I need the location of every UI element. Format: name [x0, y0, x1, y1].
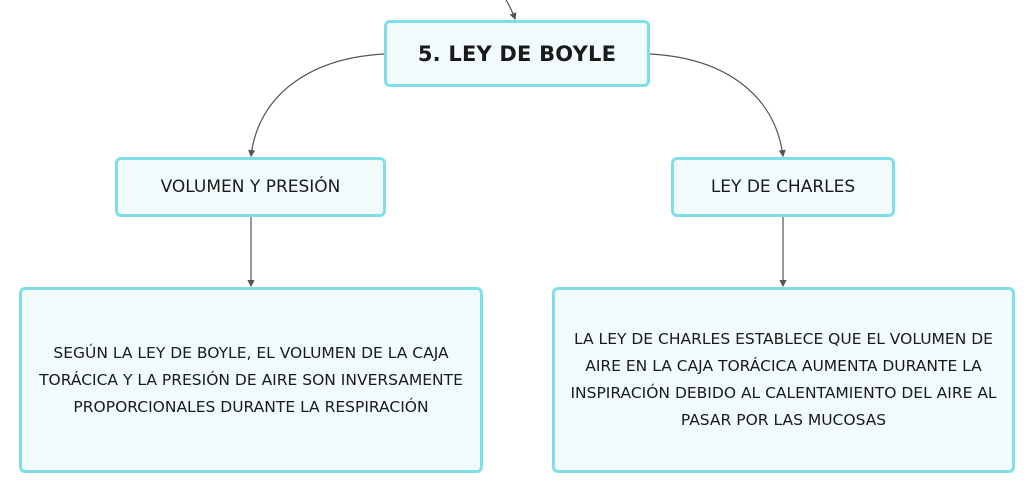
branch-node-title: VOLUMEN Y PRESIÓN	[160, 177, 341, 197]
detail-node-text: LA LEY DE CHARLES ESTABLECE QUE EL VOLUM…	[570, 330, 997, 429]
branch-node-ley-charles[interactable]: LEY DE CHARLES	[671, 157, 895, 217]
connector-root-to-volumen	[248, 53, 385, 158]
detail-node-charles[interactable]: LA LEY DE CHARLES ESTABLECE QUE EL VOLUM…	[552, 287, 1015, 473]
root-node[interactable]: 5. LEY DE BOYLE	[384, 20, 650, 87]
branch-node-title: LEY DE CHARLES	[710, 177, 856, 197]
connector-parent-to-root	[505, 0, 517, 21]
branch-node-volumen-presion[interactable]: VOLUMEN Y PRESIÓN	[115, 157, 386, 217]
connector-root-to-charles	[649, 53, 786, 158]
detail-node-text: SEGÚN LA LEY DE BOYLE, EL VOLUMEN DE LA …	[39, 343, 463, 416]
detail-node-boyle[interactable]: SEGÚN LA LEY DE BOYLE, EL VOLUMEN DE LA …	[19, 287, 483, 473]
root-node-title: 5. LEY DE BOYLE	[417, 41, 617, 66]
